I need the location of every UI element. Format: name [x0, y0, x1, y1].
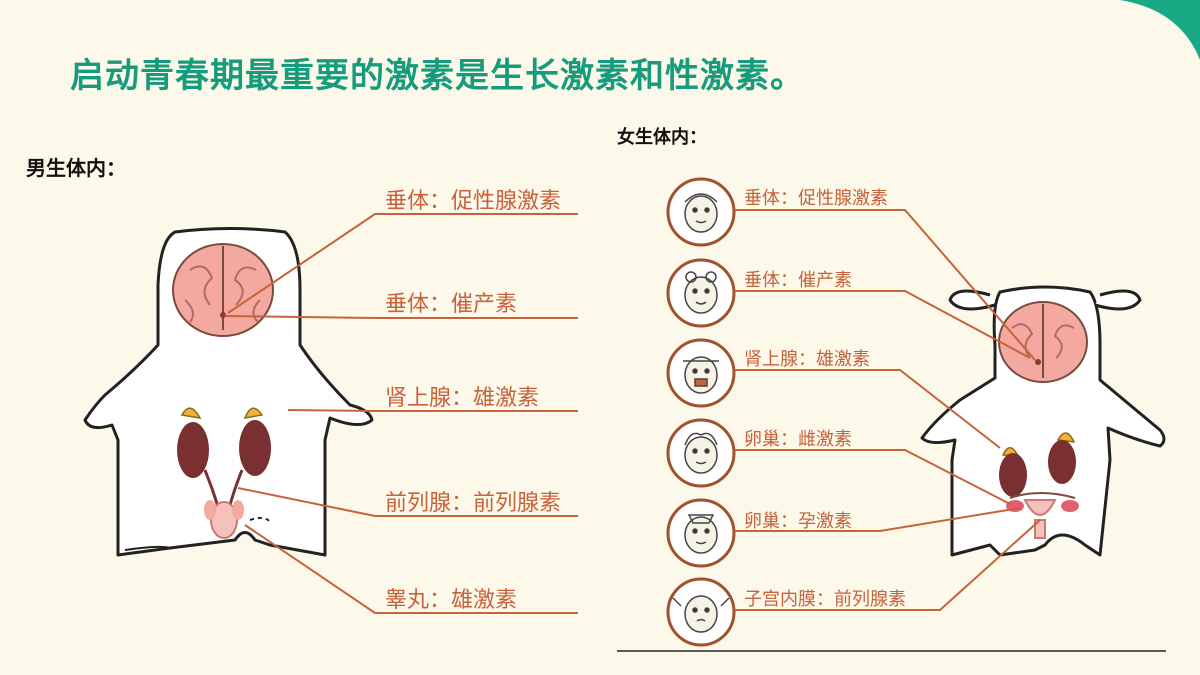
female-body-outline: [920, 285, 1166, 557]
female-label-endometrium-prostaglandin: 子宫内膜：前列腺素: [744, 589, 906, 610]
male-body-outline: [83, 227, 374, 557]
page-title: 启动青春期最重要的激素是生长激素和性激素。: [70, 56, 805, 96]
female-label-ovary-estrogen: 卵巢：雌激素: [744, 429, 852, 450]
female-avatar-circles: [666, 177, 736, 647]
male-brain: [172, 243, 274, 337]
avatar-faces: [672, 193, 730, 633]
female-label-adrenal-androgen: 肾上腺：雄激素: [744, 349, 870, 370]
female-label-ovary-progesterone: 卵巢：孕激素: [744, 511, 852, 532]
male-label-testis-androgen: 睾丸：雄激素: [385, 588, 518, 613]
male-label-prostate-prostaglandin: 前列腺：前列腺素: [385, 491, 562, 516]
male-label-pituitary-gonadotropin: 垂体：促性腺激素: [385, 189, 562, 214]
female-adrenal-kidneys: [999, 432, 1076, 497]
male-section-label: 男生体内：: [26, 156, 126, 180]
female-label-pituitary-oxytocin: 垂体：催产素: [744, 270, 852, 291]
male-adrenal-kidneys: [177, 407, 271, 478]
male-connector-lines: [224, 213, 578, 614]
female-brain: [998, 301, 1088, 383]
female-connector-lines: [734, 209, 1041, 611]
male-label-pituitary-oxytocin: 垂体：催产素: [385, 292, 518, 317]
corner-decoration: [1120, 0, 1200, 60]
male-label-adrenal-androgen: 肾上腺：雄激素: [385, 386, 540, 411]
female-label-pituitary-gonadotropin: 垂体：促性腺激素: [744, 188, 888, 209]
male-reproductive-organs: [203, 469, 244, 539]
female-section-label: 女生体内：: [617, 127, 707, 148]
